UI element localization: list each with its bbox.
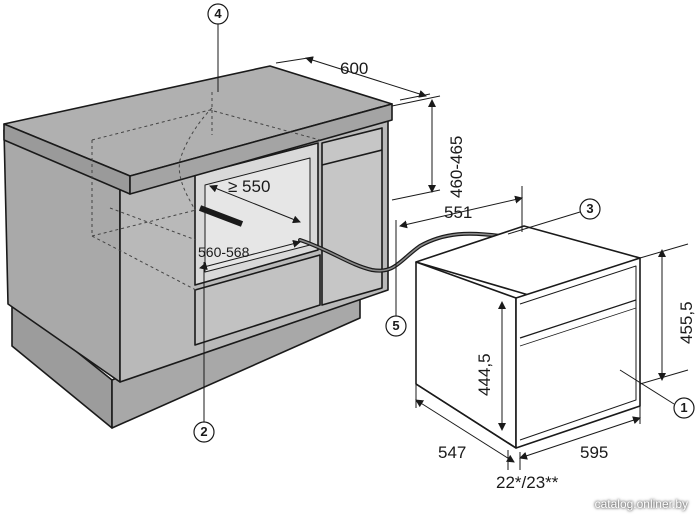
watermark: catalog.onliner.by	[594, 497, 688, 511]
dim-455-5: 455,5	[677, 301, 696, 344]
callout-3: 3	[507, 198, 601, 235]
callout-1: 1	[619, 369, 695, 419]
worktop-side-edge	[129, 103, 393, 195]
dim-547: 547	[438, 443, 466, 462]
svg-text:2: 2	[200, 424, 207, 439]
dim-560-568: 560-568	[198, 244, 250, 260]
right-column	[321, 127, 383, 306]
control-panel-line	[519, 299, 637, 339]
oven-side	[415, 261, 517, 449]
svg-text:4: 4	[214, 6, 222, 21]
dim-460-465: 460-465	[447, 136, 466, 198]
dim-22-23: 22*/23**	[496, 473, 559, 492]
dim-551: 551	[444, 203, 472, 222]
dimension-lines	[199, 56, 689, 470]
svg-text:1: 1	[680, 400, 687, 415]
dim-444-5: 444,5	[475, 353, 494, 396]
dim-600: 600	[340, 59, 368, 78]
callout-2: 2	[193, 262, 215, 443]
right-column-divider	[321, 149, 383, 166]
hidden-lines	[91, 92, 321, 291]
svg-text:5: 5	[392, 318, 399, 333]
oven-appliance	[415, 225, 641, 449]
callout-4: 4	[207, 3, 229, 92]
svg-text:3: 3	[586, 201, 593, 216]
dim-595: 595	[580, 443, 608, 462]
callout-5: 5	[385, 315, 407, 337]
dim-niche-depth: ≥ 550	[228, 177, 270, 196]
